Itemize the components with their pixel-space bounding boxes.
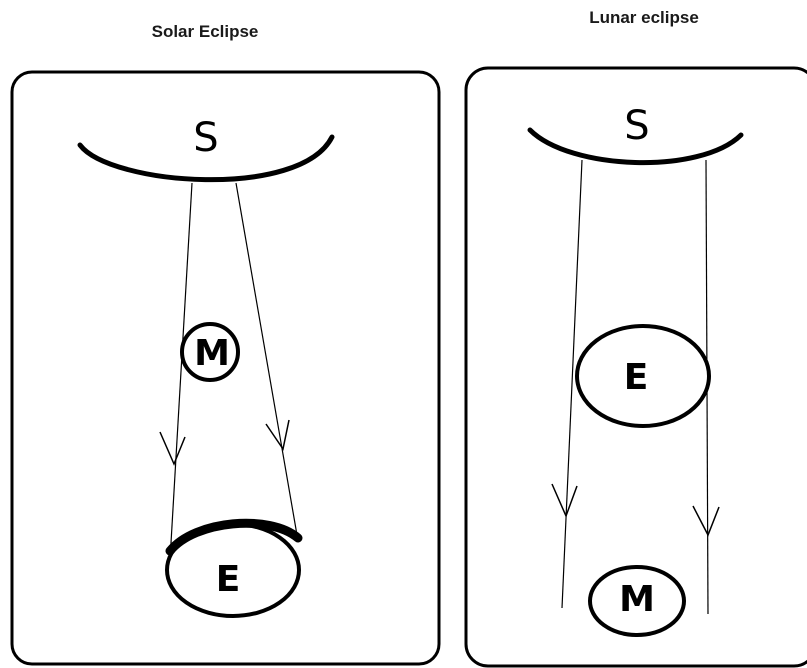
lunar-arrow-left <box>551 483 578 519</box>
solar-eclipse-panel <box>10 70 441 666</box>
lunar-moon-label: M <box>619 579 655 620</box>
solar-sun-label: S <box>193 115 219 161</box>
solar-panel-frame <box>10 70 441 666</box>
solar-moon-circle <box>180 322 240 382</box>
lunar-eclipse-title: Lunar eclipse <box>589 8 699 27</box>
solar-earth-shadow <box>165 518 303 556</box>
solar-earth-label: E <box>215 559 241 600</box>
lunar-sun-label: S <box>624 103 650 149</box>
solar-ray-left <box>169 182 193 561</box>
solar-arrow-right <box>265 419 290 451</box>
solar-eclipse-title: Solar Eclipse <box>151 22 259 41</box>
solar-ray-right <box>235 182 298 536</box>
lunar-moon-circle <box>588 565 686 637</box>
lunar-ray-left <box>561 159 583 609</box>
solar-arrow-left <box>159 431 186 466</box>
solar-moon-label: M <box>194 333 230 374</box>
lunar-earth-circle <box>575 324 711 428</box>
lunar-panel-frame <box>464 66 807 668</box>
lunar-sun-arc <box>527 127 744 165</box>
lunar-earth-label: E <box>623 357 649 398</box>
solar-sun-arc <box>77 134 335 183</box>
lunar-arrow-right <box>692 505 720 537</box>
lunar-eclipse-panel <box>464 66 807 668</box>
